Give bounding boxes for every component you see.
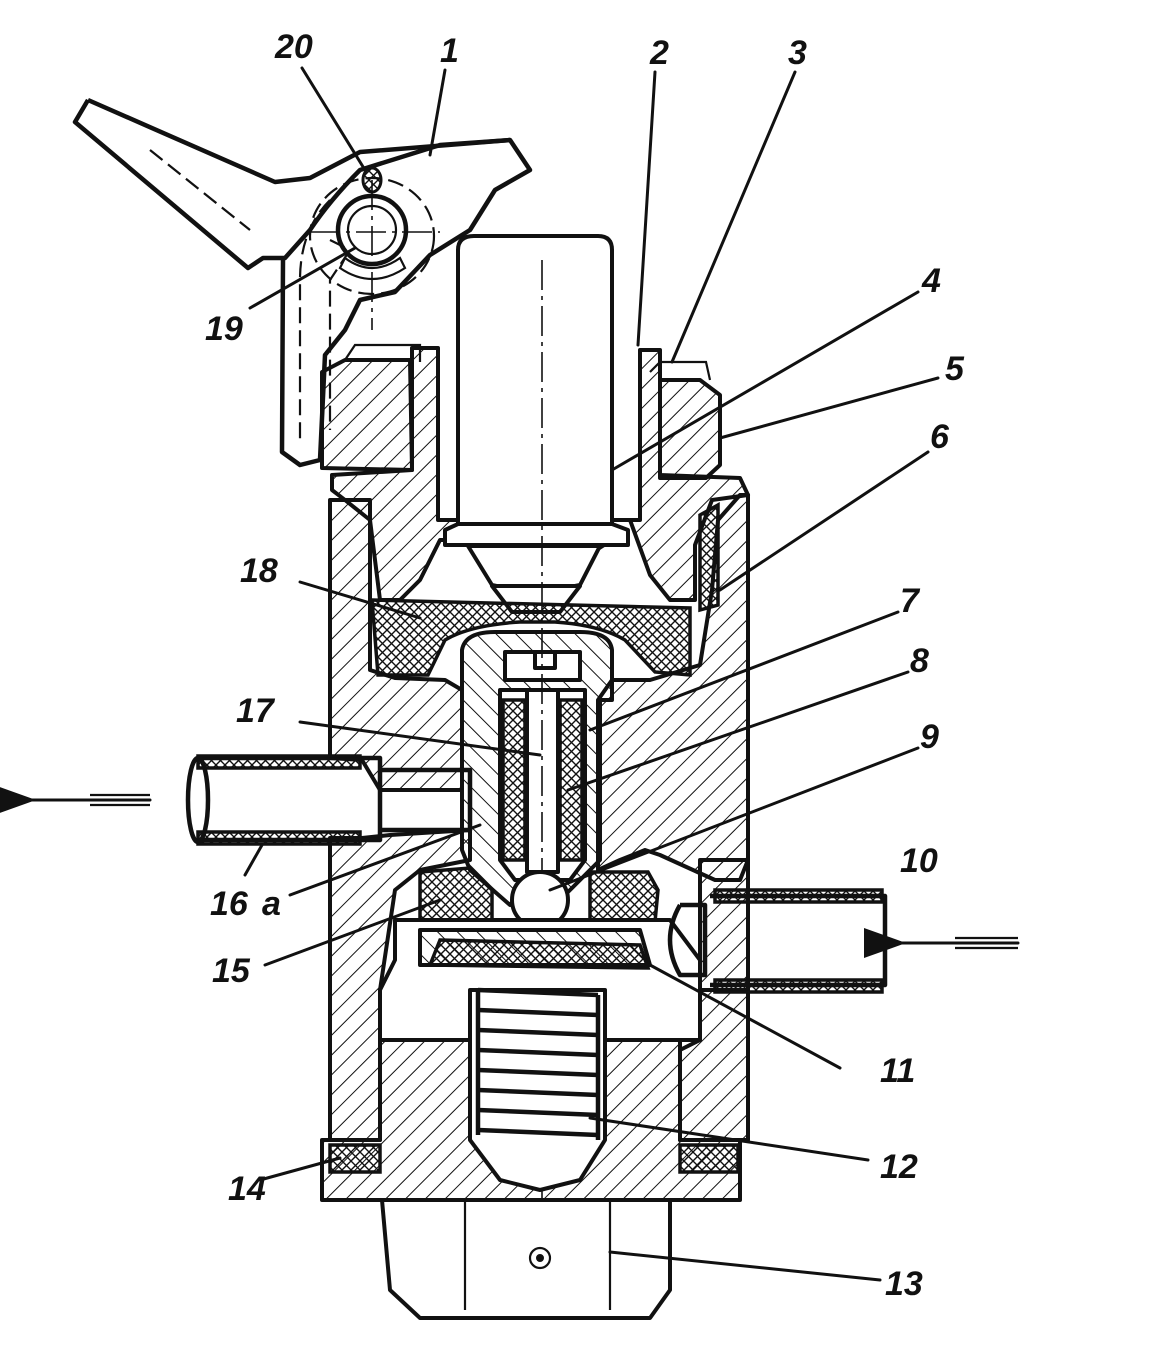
label-7: 7 xyxy=(900,582,921,620)
valve-plate xyxy=(427,938,651,970)
label-18: 18 xyxy=(240,552,278,590)
label-8: 8 xyxy=(910,642,929,680)
hex-nut xyxy=(380,1198,672,1320)
label-5: 5 xyxy=(945,350,965,388)
outlet-flow-arrow xyxy=(0,785,152,815)
label-2: 2 xyxy=(649,34,669,72)
label-12: 12 xyxy=(880,1148,918,1186)
right-collar-nut xyxy=(649,360,722,480)
outlet-pipe xyxy=(185,754,473,846)
label-9: 9 xyxy=(920,718,939,756)
label-16: 16 xyxy=(210,885,249,923)
label-19: 19 xyxy=(205,310,243,348)
label-1: 1 xyxy=(440,32,459,70)
bottom-plug xyxy=(320,988,742,1202)
return-spring xyxy=(475,987,601,1140)
plunger xyxy=(443,234,630,614)
bottom-seal-right xyxy=(678,1143,740,1174)
label-a: a xyxy=(262,885,281,923)
label-3: 3 xyxy=(788,34,807,72)
lower-right-seal xyxy=(588,870,660,924)
lever-pin xyxy=(361,166,383,194)
label-10: 10 xyxy=(900,842,938,880)
part-labels: 20 1 2 3 4 5 6 7 8 9 10 11 12 13 14 15 1… xyxy=(205,28,965,1303)
label-17: 17 xyxy=(236,692,276,730)
label-4: 4 xyxy=(921,262,941,300)
label-11: 11 xyxy=(880,1052,915,1090)
lower-left-seal xyxy=(418,866,494,922)
label-6: 6 xyxy=(930,418,950,456)
side-ring-seal xyxy=(698,502,720,613)
label-13: 13 xyxy=(885,1265,923,1303)
left-collar-nut xyxy=(320,343,422,472)
leader-lines xyxy=(243,66,940,1282)
lever-axle xyxy=(310,180,440,330)
label-15: 15 xyxy=(212,952,251,990)
label-20: 20 xyxy=(274,28,313,66)
label-14: 14 xyxy=(228,1170,266,1208)
inlet-flow-arrow xyxy=(864,928,1020,958)
bottom-seal-left xyxy=(328,1143,382,1174)
diaphragm-seal xyxy=(370,598,692,677)
valve-spring xyxy=(501,698,584,862)
